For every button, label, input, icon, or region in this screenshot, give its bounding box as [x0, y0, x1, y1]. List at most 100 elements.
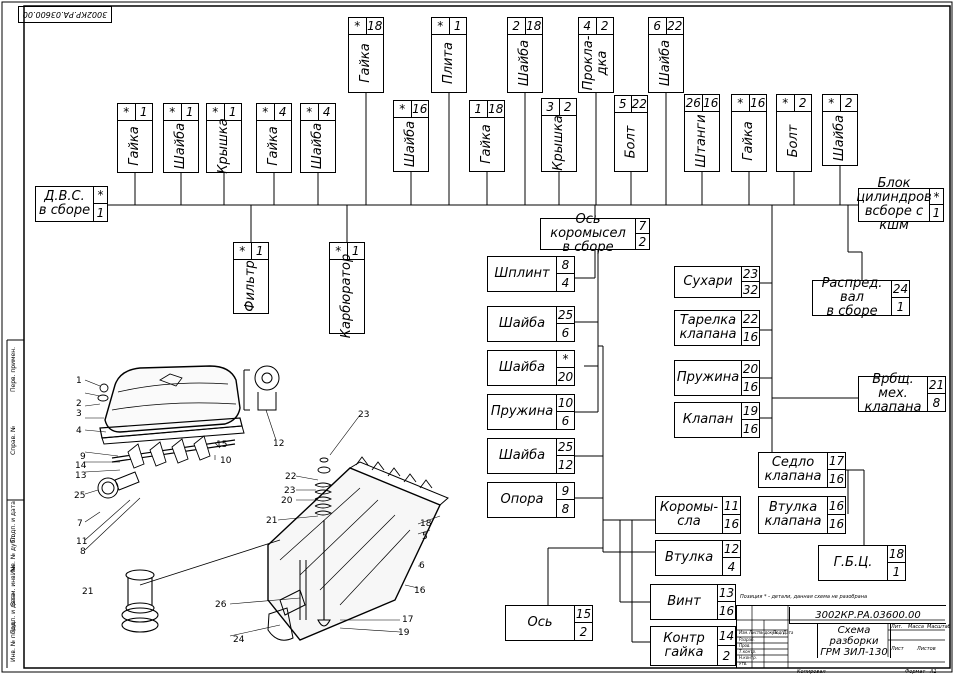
callout-number: 11 [76, 537, 88, 547]
leader-line [214, 442, 221, 449]
axle-assembly-node-quantity: 2 [635, 234, 649, 249]
axle-part-1-item-number: 8 [556, 257, 574, 274]
axle-part-5-item-number: 25 [556, 439, 574, 456]
axle-part-8-item-number: 12 [722, 541, 740, 558]
top-part-4-quantity: 4 [273, 104, 292, 120]
callout-number: 8 [80, 547, 86, 557]
axle-part-9-quantity: 16 [717, 602, 735, 619]
title-block-copy: Копировал [797, 669, 826, 675]
leader-line [404, 584, 419, 589]
illustration-stroke [355, 456, 433, 489]
valve-part-3-label: Пружина [676, 370, 740, 385]
illustration-stroke [111, 402, 237, 411]
callout-number: 10 [220, 456, 232, 466]
top-part-18-quantity: 2 [839, 95, 858, 111]
top-part-1-quantity: 1 [134, 104, 153, 120]
callout-number: 3 [76, 409, 82, 419]
illustration-stroke [159, 373, 183, 387]
illustration-stroke [104, 365, 241, 433]
axle-part-5-label: Шайба [498, 448, 546, 463]
leader-line [84, 403, 101, 407]
valve-part-8-item-number: 16 [827, 497, 845, 515]
valve-part-4-label: Клапан [682, 412, 734, 427]
top-part-3-item-number: * [212, 105, 219, 119]
axle-part-3-quantity: 20 [556, 368, 574, 385]
title-block: 3002КР.РА.03600.00 Схема разборки ГРМ ЗИ… [736, 605, 951, 675]
title-block-sheets: Листов [917, 646, 936, 652]
title-block-code: 3002КР.РА.03600.00 [789, 607, 946, 624]
callout-number: 15 [216, 440, 228, 450]
axle-part-10-quantity: 2 [717, 646, 735, 665]
title-block-row-list: Лист [749, 630, 760, 635]
leader-line [84, 429, 107, 433]
title-block-row-izm: Изм. [739, 630, 749, 635]
top-part-6-quantity: 18 [365, 18, 383, 34]
axle-part-6-quantity: 8 [556, 500, 574, 517]
top-part-2-quantity: 1 [180, 104, 199, 120]
side-stamp-label: Перв. примен. [10, 346, 17, 392]
axle-part-4-item-number: 10 [556, 395, 574, 412]
top-part-7-item-number: * [399, 102, 406, 116]
callout-number: 9 [80, 452, 86, 462]
axle-part-1-label: Шплинт [494, 266, 550, 281]
top-part-14-quantity: 22 [665, 18, 683, 34]
leader-line [84, 489, 99, 495]
illustration-stroke [317, 457, 331, 474]
axle-assembly-node-item-number: 7 [635, 219, 649, 234]
right-end-node-quantity: 1 [929, 205, 943, 221]
title-block-row-date: Дата [783, 630, 794, 635]
axle-part-6-item-number: 9 [556, 483, 574, 500]
top-part-16-item-number: * [737, 96, 744, 110]
illustration-stroke [267, 589, 306, 641]
valve-part-6-quantity: 1 [891, 298, 909, 315]
top-part-20-item-number: * [335, 244, 342, 258]
top-part-9-item-number: 1 [474, 102, 483, 116]
title-block-name: Схема разборки ГРМ ЗИЛ-130 [817, 624, 891, 658]
callout-number: 19 [398, 628, 410, 638]
valve-part-9-item-number: 18 [887, 546, 905, 563]
callout-number: 21 [82, 587, 94, 597]
axle-part-8-quantity: 4 [722, 558, 740, 575]
callout-number: 24 [233, 635, 245, 645]
top-part-7-quantity: 16 [410, 101, 428, 117]
axle-part-3-item-number: * [556, 351, 574, 368]
right-end-node-item-number: * [929, 189, 943, 205]
illustration-stroke [125, 569, 155, 614]
valve-part-2-item-number: 22 [741, 311, 759, 328]
root-node-label: Д.В.С. в сборе [38, 189, 91, 218]
side-stamp-label: Инв. № подл. [10, 620, 17, 662]
callout-number: 4 [76, 426, 82, 436]
top-part-19-quantity: 1 [250, 243, 269, 259]
valve-part-4-quantity: 16 [741, 420, 759, 437]
root-node-quantity: 1 [93, 204, 107, 221]
leader-line [229, 597, 301, 605]
callout-number: 25 [74, 491, 86, 501]
axle-part-9-label: Винт [667, 594, 701, 609]
top-part-15-quantity: 16 [701, 95, 719, 111]
illustration-stroke [127, 435, 211, 469]
valve-part-8-quantity: 16 [827, 515, 845, 533]
title-block-col-mass: Масса [908, 624, 924, 630]
top-part-9-quantity: 18 [486, 101, 504, 117]
top-part-17-item-number: * [782, 96, 789, 110]
top-part-17-quantity: 2 [793, 95, 812, 111]
valve-part-4-item-number: 19 [741, 403, 759, 420]
